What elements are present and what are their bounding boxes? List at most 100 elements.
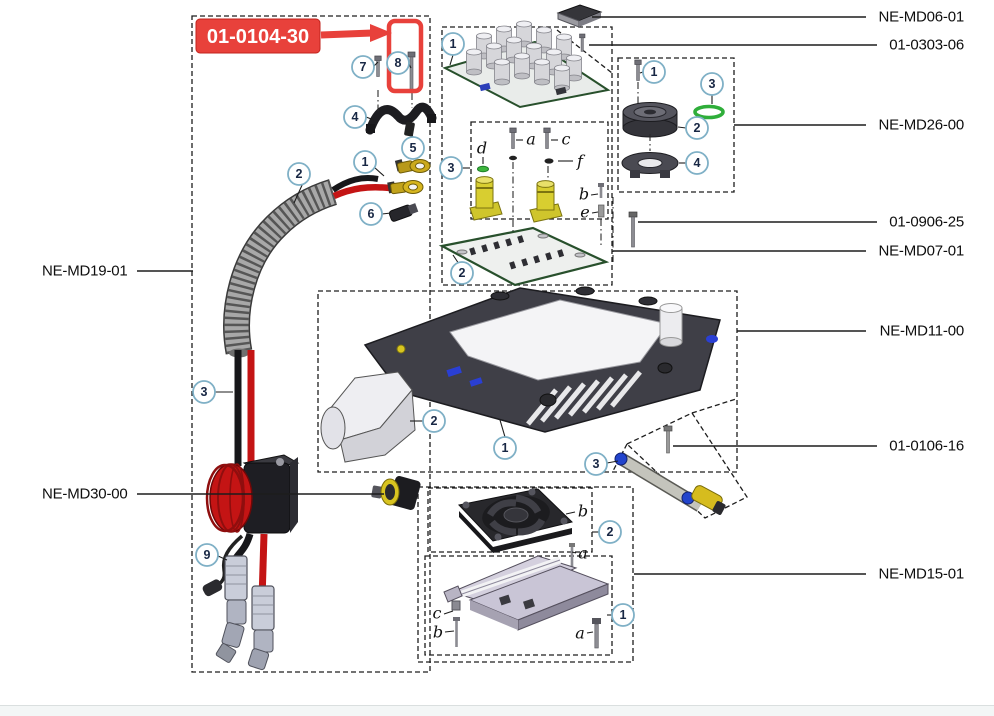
svg-text:1: 1 [502, 441, 509, 455]
heatsink-screw-a [592, 618, 601, 649]
svg-text:7: 7 [360, 60, 367, 74]
green-grommet-d [477, 165, 489, 173]
dial-housing [205, 454, 300, 534]
balloon-coupler-3: 3 [700, 72, 724, 96]
coupler-screw [634, 59, 642, 81]
inner-hardware [469, 127, 605, 250]
pcb-bottom-board [438, 226, 610, 287]
green-oring [693, 104, 725, 120]
balloon-cable-3: 3 [192, 380, 216, 404]
balloon-pcb-2: 2 [450, 261, 474, 285]
label-ne-md15-01: NE-MD15-01 [878, 566, 964, 583]
top-module [556, 4, 603, 28]
svg-text:4: 4 [352, 110, 359, 124]
box-cable-assembly [191, 15, 431, 673]
svg-text:1: 1 [620, 608, 627, 622]
box-heatsink [424, 555, 613, 656]
svg-text:8: 8 [395, 56, 402, 70]
part-labels: NE-MD19-01 NE-MD30-00 NE-MD06-01 01-0303… [42, 9, 964, 583]
balloon-cable-5: 5 [401, 136, 425, 160]
washer-f [544, 158, 554, 164]
svg-text:3: 3 [448, 161, 455, 175]
label-ne-md11-00: NE-MD11-00 [880, 323, 964, 340]
svg-text:3: 3 [593, 457, 600, 471]
label-ne-md30-00: NE-MD30-00 [42, 486, 128, 503]
coupler-puck [622, 102, 678, 138]
balloon-cable-9: 9 [195, 543, 219, 567]
screw-0303 [579, 33, 586, 52]
balloon-coupler-2: 2 [685, 116, 709, 140]
letter-e: e [580, 203, 589, 222]
letter-d: d [477, 139, 487, 158]
clamp [365, 102, 437, 135]
screw-b-spacer-e [598, 183, 605, 248]
svg-text:3: 3 [201, 385, 208, 399]
part-coupler [621, 59, 725, 178]
capacitors [466, 20, 582, 96]
svg-text:9: 9 [204, 548, 211, 562]
part-cooling [443, 488, 610, 649]
label-01-0106-16: 01-0106-16 [889, 438, 964, 455]
corrugated-sleeve [224, 180, 337, 355]
part-pcb-assembly [438, 4, 638, 287]
balloon-coupler-4: 4 [685, 151, 709, 175]
part-chassis [320, 286, 726, 515]
small-connector [388, 203, 419, 222]
screw-8 [407, 51, 416, 93]
label-ne-md26-00: NE-MD26-00 [878, 117, 964, 134]
screw-a [509, 127, 517, 149]
balloon-cable-8: 8 [386, 51, 410, 75]
balloon-chassis-1: 1 [493, 436, 517, 460]
callout-arrow-shaft [320, 29, 373, 39]
fan-screw-a [569, 543, 575, 572]
svg-text:2: 2 [607, 525, 614, 539]
yellow-transistor-1 [469, 176, 503, 221]
svg-text:3: 3 [709, 77, 716, 91]
balloon-cable-1: 1 [353, 150, 377, 174]
svg-text:1: 1 [362, 155, 369, 169]
leader-lines [137, 16, 877, 575]
callout-part-number: 01-0104-30 [207, 26, 309, 48]
svg-text:2: 2 [431, 414, 438, 428]
connector-plug-2 [247, 585, 275, 671]
tube-assembly [614, 452, 726, 515]
balloon-cable-4: 4 [343, 105, 367, 129]
letter-a: a [526, 130, 536, 149]
letter-hs-b: b [433, 623, 443, 642]
label-ne-md06-01: NE-MD06-01 [878, 9, 964, 26]
label-ne-md19-01: NE-MD19-01 [42, 263, 128, 280]
coupler-flange [621, 152, 679, 178]
svg-text:1: 1 [651, 65, 658, 79]
heatsink [443, 555, 610, 631]
balloon-cable-6: 6 [359, 202, 383, 226]
callout-arrow-head [370, 24, 392, 42]
chassis-details [396, 286, 718, 407]
box-pcb-inner [470, 121, 609, 220]
box-fan [427, 487, 593, 553]
letter-fan-a: a [578, 544, 588, 563]
letter-hs-a: a [575, 624, 585, 643]
screw-0906 [628, 211, 638, 248]
box-coupler [617, 57, 735, 193]
fan [458, 488, 573, 553]
ring-terminals [387, 159, 431, 195]
balloons: 7 8 4 5 1 2 6 3 9 1 3 2 1 3 2 4 2 1 3 2 … [192, 32, 724, 627]
balloon-cooling-2: 2 [598, 520, 622, 544]
balloon-cooling-1: 1 [611, 603, 635, 627]
standoff-c [451, 600, 461, 611]
svg-text:6: 6 [368, 207, 375, 221]
yellow-transistor-2 [529, 180, 563, 223]
svg-text:2: 2 [694, 121, 701, 135]
screw-c [543, 127, 551, 149]
chassis-cover [320, 371, 416, 463]
heatsink-screw-b [453, 617, 460, 647]
chassis-floor [449, 299, 669, 381]
screw-0106 [663, 425, 673, 454]
label-01-0906-25: 01-0906-25 [889, 214, 964, 231]
box-cooling [417, 486, 634, 663]
callout-box [195, 18, 321, 54]
balloon-lines [215, 54, 713, 634]
svg-text:2: 2 [296, 167, 303, 181]
letter-c: c [562, 130, 571, 149]
